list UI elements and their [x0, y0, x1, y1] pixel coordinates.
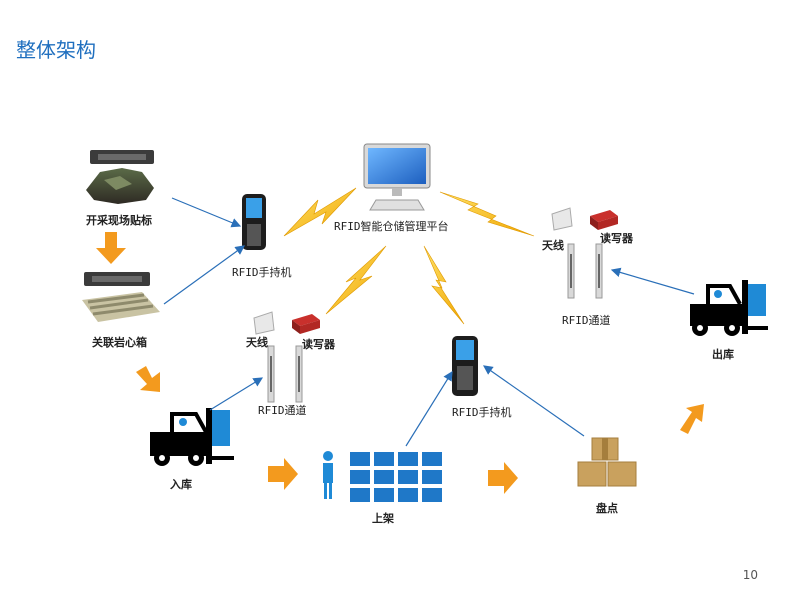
- ore-rock-icon: [86, 168, 154, 204]
- lightning-icon: [423, 245, 465, 325]
- connector-lines: [163, 197, 695, 447]
- handheld-terminal-icon: [452, 336, 478, 396]
- reader-label-1: 读写器: [302, 338, 335, 351]
- server-monitor-icon: [363, 143, 431, 211]
- flow-arrow-down-icon: [96, 232, 126, 264]
- cardboard-boxes-icon: [577, 437, 637, 487]
- inventory-label: 盘点: [596, 502, 618, 515]
- lightning-icon: [439, 191, 535, 237]
- antenna-icon: [551, 207, 573, 231]
- page-number: 10: [742, 568, 758, 582]
- antenna-label-2: 天线: [542, 239, 564, 252]
- flow-arrow-up-right-icon: [680, 404, 704, 434]
- rfid-gate-icon: [567, 243, 603, 299]
- flow-arrow-right-icon: [488, 462, 518, 494]
- reader-device-icon: [292, 314, 320, 334]
- shelving-label: 上架: [372, 512, 394, 525]
- rfid-tag-icon: [90, 150, 154, 164]
- forklift-outbound-icon: [690, 280, 768, 336]
- channel-label-1: RFID通道: [258, 404, 307, 417]
- inbound-label: 入库: [170, 478, 192, 491]
- page-title: 整体架构: [16, 38, 96, 62]
- antenna-label-1: 天线: [246, 336, 268, 349]
- forklift-inbound-icon: [150, 408, 234, 466]
- handheld-terminal-icon: [242, 194, 266, 250]
- flow-arrow-right-icon: [268, 458, 298, 490]
- rfid-gate-icon: [267, 345, 303, 403]
- site-tagging-label: 开采现场贴标: [86, 214, 152, 227]
- rfid-tag-icon: [84, 272, 150, 286]
- lightning-icon: [325, 245, 387, 315]
- reader-label-2: 读写器: [600, 232, 633, 245]
- shelf-boxes-icon: [350, 452, 442, 502]
- handheld-label-2: RFID手持机: [452, 406, 512, 419]
- platform-label: RFID智能仓储管理平台: [334, 220, 449, 233]
- channel-label-2: RFID通道: [562, 314, 611, 327]
- antenna-icon: [253, 311, 275, 335]
- outbound-label: 出库: [712, 348, 734, 361]
- worker-icon: [323, 451, 333, 499]
- core-box-icon: [82, 292, 160, 322]
- handheld-label-1: RFID手持机: [232, 266, 292, 279]
- reader-device-icon: [590, 210, 618, 230]
- core-box-label: 关联岩心箱: [92, 336, 147, 349]
- lightning-icon: [283, 187, 357, 237]
- flow-arrow-diagonal-icon: [136, 366, 160, 392]
